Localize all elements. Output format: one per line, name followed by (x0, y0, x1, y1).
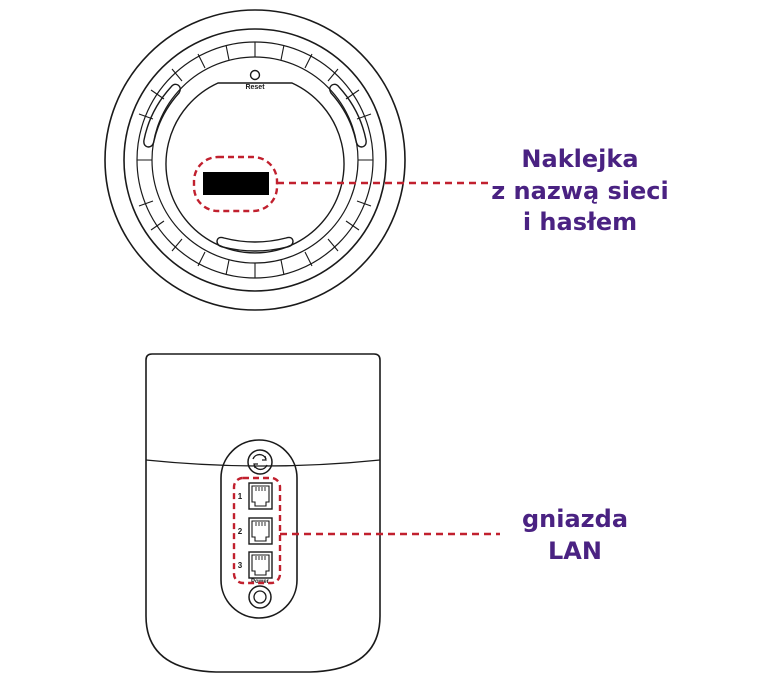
network-sticker (203, 172, 269, 195)
reset-pinhole-icon (249, 69, 261, 81)
power-socket (248, 585, 272, 609)
inner-rim (123, 28, 387, 292)
vent-ticks (137, 42, 373, 278)
port-number-2: 2 (238, 527, 243, 536)
outer-rim (104, 9, 406, 311)
sticker-callout-line-1: Naklejka (521, 145, 639, 173)
port-number-1: 1 (238, 492, 243, 501)
lan-port-2 (248, 517, 273, 545)
right-slot (329, 83, 367, 148)
lan-callout-line-2: LAN (548, 536, 602, 565)
port-number-3: 3 (238, 561, 243, 570)
label-plate (165, 82, 345, 254)
sync-button (247, 449, 273, 475)
router-body (145, 353, 381, 673)
sticker-callout: Naklejka z nazwą sieci i hasłem (480, 144, 680, 239)
lan-callout-line-1: gniazda (521, 505, 629, 533)
lan-callout: gniazda LAN (500, 504, 650, 567)
sticker-callout-line-3: i hasłem (522, 208, 638, 237)
reset-label: Reset (245, 84, 265, 91)
router-back-view (145, 353, 381, 673)
port-labels: 1 2 3 (238, 492, 243, 570)
left-slot (143, 83, 181, 148)
router-top-view (104, 9, 406, 311)
lan-port-3 (248, 551, 273, 579)
lan-highlight (232, 476, 282, 585)
port-panel (220, 439, 298, 619)
lan-port-1 (248, 482, 273, 510)
sticker-callout-line-2: z nazwą sieci (491, 176, 669, 205)
vent-slots (143, 83, 367, 252)
body-seam (145, 459, 381, 467)
